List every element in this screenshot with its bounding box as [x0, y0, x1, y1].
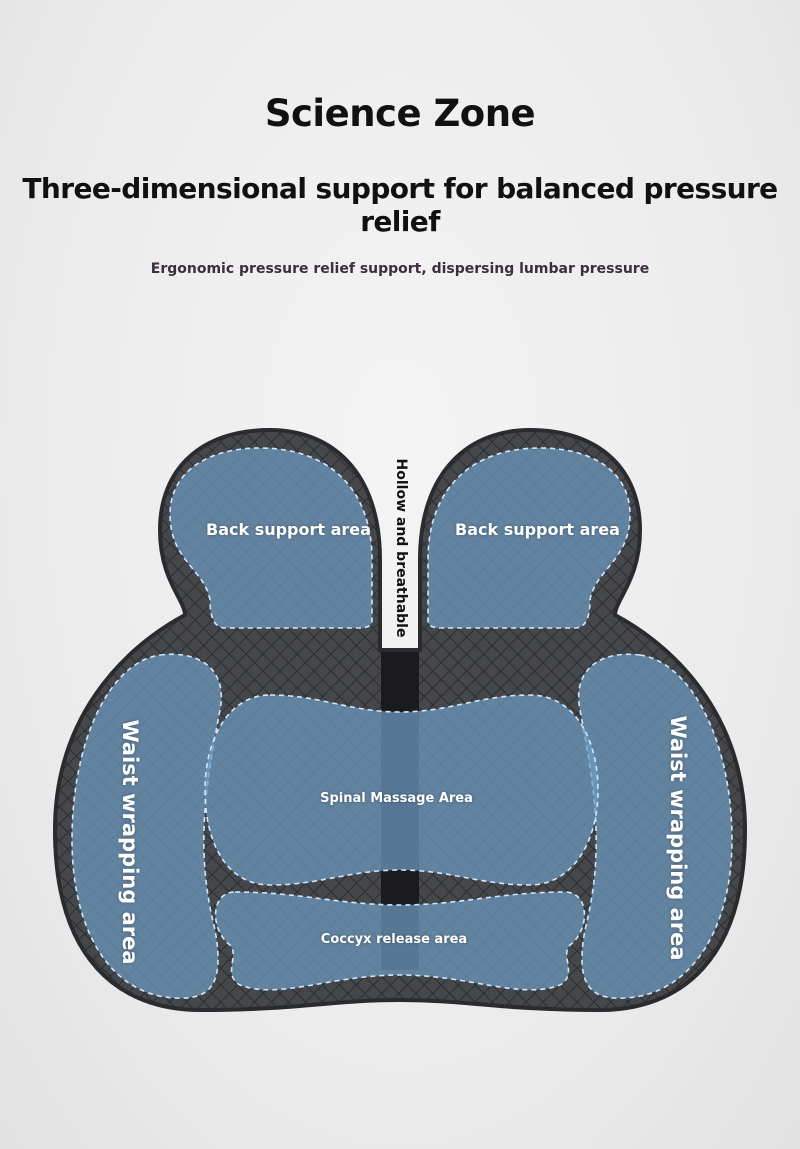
label-coccyx-release: Coccyx release area: [320, 932, 468, 947]
zone-waist-left: [71, 653, 223, 999]
zone-waist-right: [577, 653, 733, 999]
page-title: Science Zone: [264, 92, 536, 135]
zone-spinal: [204, 694, 599, 886]
label-waist-wrapping-right: Waist wrapping area: [666, 715, 690, 961]
label-spinal-massage: Spinal Massage Area: [320, 791, 473, 806]
label-hollow-breathable: Hollow and breathable: [393, 458, 409, 638]
zone-coccyx: [214, 891, 586, 991]
tagline: Ergonomic pressure relief support, dispe…: [150, 261, 650, 277]
label-waist-wrapping-left: Waist wrapping area: [118, 719, 142, 965]
label-back-support-left: Back support area: [206, 520, 371, 539]
zone-back-left: [169, 447, 373, 629]
zone-back-right: [427, 447, 631, 629]
label-back-support-right: Back support area: [455, 520, 620, 539]
page-subtitle: Three-dimensional support for balanced p…: [22, 172, 778, 238]
